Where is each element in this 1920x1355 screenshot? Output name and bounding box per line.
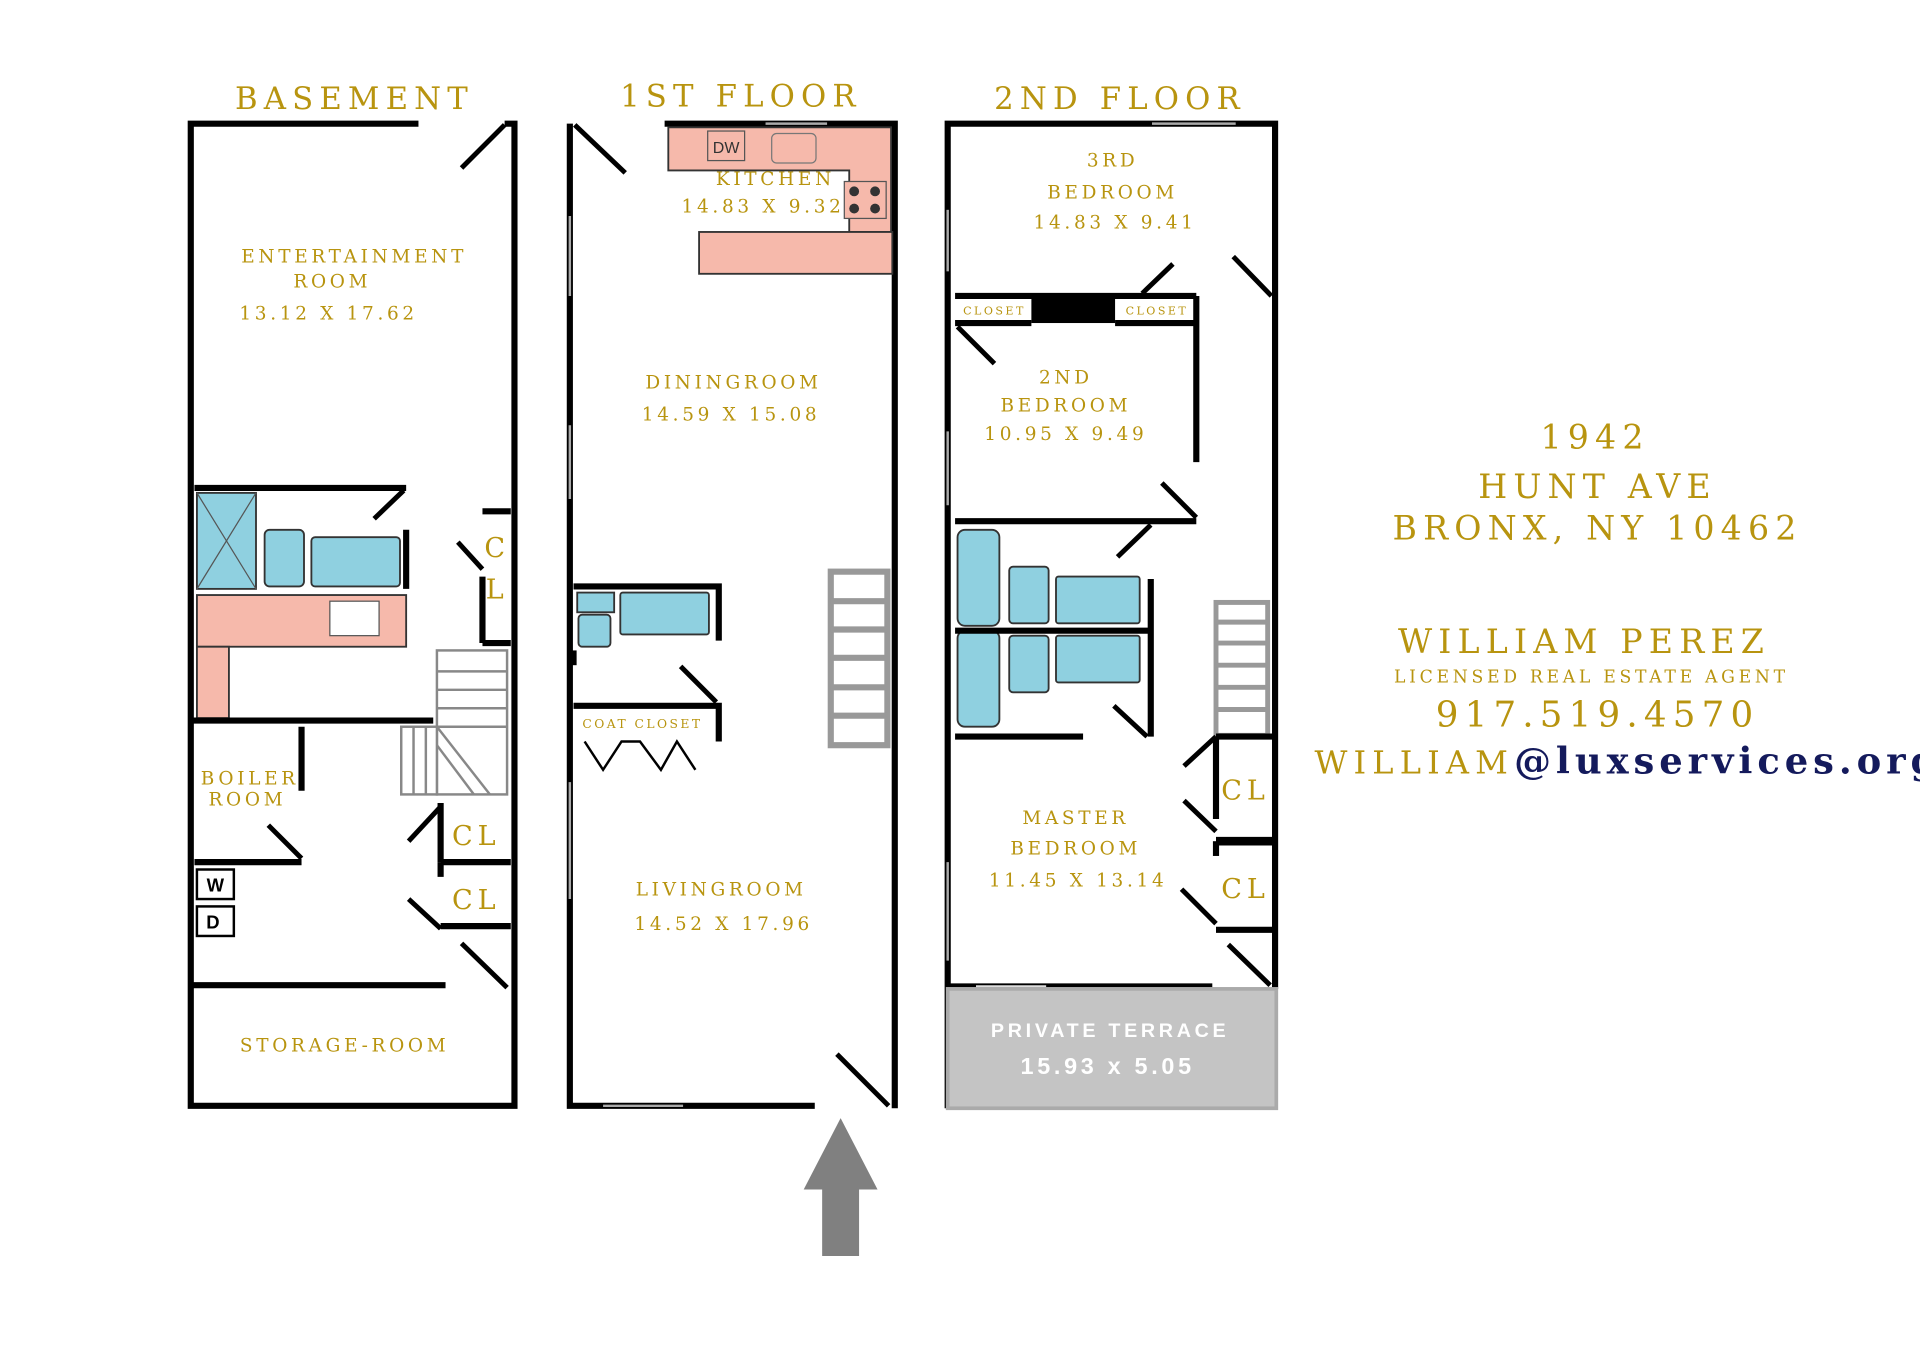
- entertainment-room-label-2: ROOM: [293, 271, 371, 292]
- third-bedroom-dims: 14.83 X 9.41: [1034, 212, 1197, 233]
- closet-label: CL: [452, 821, 501, 852]
- email-user: WILLIAM: [1314, 744, 1514, 782]
- livingroom-dims: 14.52 X 17.96: [634, 914, 813, 935]
- dryer-icon: [195, 905, 236, 938]
- bifold-door-icon: [583, 739, 697, 773]
- second-bedroom-label: 2ND: [1039, 367, 1093, 388]
- sink-icon: [1055, 634, 1141, 684]
- coat-closet-label: COAT CLOSET: [582, 717, 702, 731]
- toilet-icon: [576, 591, 616, 614]
- door-icon: [955, 324, 997, 366]
- agent-email[interactable]: WILLIAM@luxservices.org: [1314, 739, 1920, 783]
- door-icon: [678, 664, 719, 704]
- stairs-icon: [1213, 599, 1271, 738]
- entrance-arrow-icon: [803, 1118, 878, 1256]
- dishwasher-icon: [707, 130, 746, 162]
- door-icon: [459, 941, 509, 990]
- stove-icon: [843, 180, 887, 220]
- sink-icon: [619, 591, 710, 636]
- agent-phone[interactable]: 917.519.4570: [1436, 695, 1760, 736]
- address-street: HUNT AVE: [1478, 467, 1717, 506]
- livingroom-label: LIVINGROOM: [636, 879, 807, 900]
- sink-icon: [1055, 575, 1141, 625]
- master-bedroom-dims: 11.45 X 13.14: [989, 871, 1168, 892]
- washer-label: W: [207, 875, 225, 896]
- stairs-icon: [400, 649, 509, 796]
- door-icon: [459, 123, 507, 170]
- boiler-room-label: BOILER: [201, 769, 299, 790]
- bathtub-icon: [310, 536, 401, 588]
- first-floor-plan: 1ST FLOOR DW KITCHEN 14.83 X 9.32 DINING…: [566, 78, 898, 1256]
- email-domain: @luxservices.org: [1514, 739, 1920, 783]
- front-door-icon: [835, 1052, 891, 1108]
- terrace-dims: 15.93 x 5.05: [1021, 1053, 1195, 1079]
- master-bedroom-label-2: BEDROOM: [1010, 839, 1141, 860]
- closet-label: CLOSET: [1126, 304, 1189, 317]
- closet-label: CL: [1221, 775, 1270, 806]
- door-icon: [372, 488, 406, 521]
- dishwasher-label: DW: [713, 140, 741, 157]
- toilet-icon: [263, 528, 305, 588]
- door-icon: [1115, 523, 1153, 559]
- door-icon: [1112, 704, 1149, 739]
- closet-label-l: L: [486, 575, 509, 606]
- entertainment-room-dims: 13.12 X 17.62: [239, 303, 418, 324]
- third-bedroom-label: 3RD: [1087, 151, 1139, 172]
- first-floor-title: 1ST FLOOR: [620, 78, 862, 114]
- basement-outer-wall: [187, 120, 518, 1109]
- kitchen-label: KITCHEN: [716, 169, 835, 190]
- basement-plan: BASEMENT C L: [187, 81, 518, 1109]
- closet-label: CL: [1221, 874, 1270, 905]
- dryer-label: D: [206, 912, 219, 933]
- sink-icon: [329, 600, 380, 637]
- door-icon: [456, 540, 485, 571]
- kitchen-island: [698, 231, 894, 275]
- master-bedroom-label: MASTER: [1022, 808, 1129, 829]
- bathtub-icon: [956, 629, 1001, 728]
- address-number: 1942: [1540, 418, 1649, 457]
- toilet-icon: [1008, 634, 1050, 694]
- sink-icon: [771, 132, 817, 164]
- door-icon: [1231, 254, 1274, 298]
- second-floor-plan: 2ND FLOOR 3RD BEDROOM 14.83 X 9.41 CLOSE…: [944, 81, 1279, 1111]
- door-icon: [1182, 798, 1218, 834]
- second-floor-outer-wall: [944, 120, 1279, 1109]
- closet-label-c: C: [484, 533, 510, 564]
- third-bedroom-label-2: BEDROOM: [1047, 183, 1178, 204]
- stairs-icon: [827, 568, 891, 749]
- terrace-label: PRIVATE TERRACE: [991, 1020, 1229, 1042]
- second-bedroom-label-2: BEDROOM: [1000, 396, 1131, 417]
- door-icon: [1179, 887, 1218, 926]
- listing-info: 1942 HUNT AVE BRONX, NY 10462 WILLIAM PE…: [1314, 418, 1920, 783]
- door-icon: [266, 823, 304, 861]
- entertainment-room-label: ENTERTAINMENT: [241, 247, 467, 268]
- door-icon: [406, 805, 443, 843]
- diningroom-dims: 14.59 X 15.08: [642, 404, 821, 425]
- address-city: BRONX, NY 10462: [1393, 509, 1803, 548]
- counter: [196, 645, 230, 720]
- private-terrace: [945, 987, 1279, 1111]
- second-floor-title: 2ND FLOOR: [994, 81, 1246, 117]
- agent-name: WILLIAM PEREZ: [1398, 622, 1770, 661]
- closet-label: CLOSET: [963, 304, 1026, 317]
- toilet-icon: [1008, 565, 1050, 625]
- closet-label: CL: [452, 885, 501, 916]
- door-icon: [1160, 481, 1199, 520]
- washer-icon: [195, 868, 236, 901]
- diningroom-label: DININGROOM: [645, 372, 821, 393]
- second-bedroom-dims: 10.95 X 9.49: [984, 424, 1147, 445]
- door-icon: [1140, 262, 1175, 296]
- agent-title: LICENSED REAL ESTATE AGENT: [1394, 667, 1789, 687]
- door-icon: [406, 897, 443, 931]
- door-icon: [1182, 734, 1218, 768]
- door-icon: [573, 123, 627, 175]
- kitchen-dims: 14.83 X 9.32: [682, 196, 845, 217]
- basement-title: BASEMENT: [235, 81, 474, 117]
- boiler-room-label-2: ROOM: [208, 789, 286, 810]
- door-icon: [1226, 942, 1272, 987]
- storage-room-label: STORAGE-ROOM: [240, 1036, 449, 1057]
- bathtub-icon: [956, 528, 1001, 627]
